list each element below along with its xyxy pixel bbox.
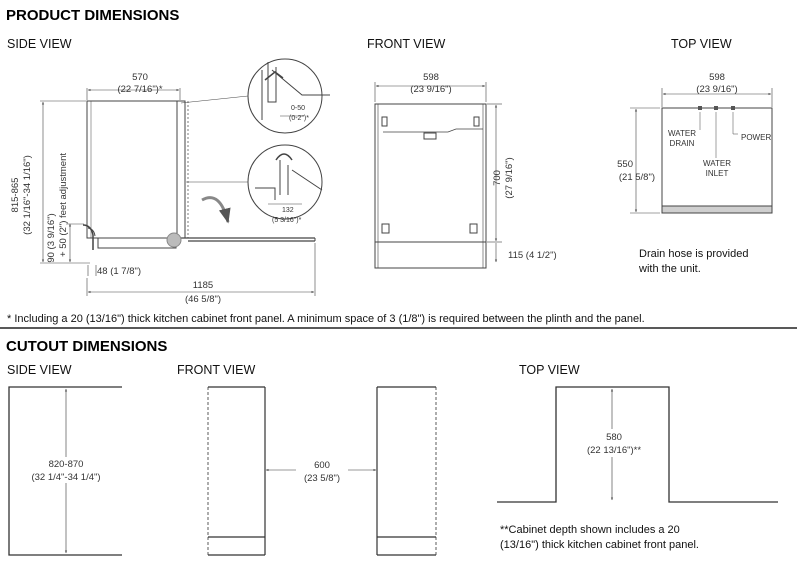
water-drain-label-1: WATER	[668, 129, 696, 138]
water-inlet-label-2: INLET	[706, 169, 729, 178]
detail1-mm: 0-50	[291, 105, 305, 112]
cabinet-depth-note-1: **Cabinet depth shown includes a 20	[500, 524, 680, 536]
product-front-view-drawing	[374, 82, 502, 269]
cutout-side-view-heading: SIDE VIEW	[7, 363, 72, 377]
water-drain-label-2: DRAIN	[670, 139, 695, 148]
product-side-view-heading: SIDE VIEW	[7, 37, 72, 51]
cutout-top-depth-mm: 580	[606, 432, 622, 443]
product-front-view-heading: FRONT VIEW	[367, 37, 445, 51]
top-depth-mm: 550	[617, 159, 633, 170]
product-footnote: * Including a 20 (13/16") thick kitchen …	[7, 313, 645, 325]
cutout-side-height-mm: 820-870	[49, 459, 84, 470]
cutout-front-label-bg	[296, 457, 348, 485]
cutout-front-width-mm: 600	[314, 460, 330, 471]
detail1-in: (0-2")*	[289, 115, 309, 122]
power-label: POWER	[741, 133, 771, 142]
side-total-mm: 1185	[193, 280, 213, 291]
cutout-dimensions-title: CUTOUT DIMENSIONS	[6, 338, 167, 355]
front-height-mm: 700	[492, 170, 503, 186]
front-plinth: 115 (4 1/2")	[508, 250, 557, 261]
side-foot-mm: 48 (1 7/8")	[97, 266, 141, 277]
detail2-in: (5 3/16")*	[272, 217, 302, 224]
product-dimensions-title: PRODUCT DIMENSIONS	[6, 7, 179, 24]
drain-hose-note-1: Drain hose is provided	[639, 248, 748, 260]
product-side-view-drawing	[40, 58, 330, 296]
side-height-in: (32 1/16"-34 1/16")	[22, 155, 33, 235]
front-width-mm: 598	[423, 72, 439, 83]
detail2-mm: 132	[282, 207, 294, 214]
water-inlet-port	[714, 106, 718, 110]
cabinet-depth-note-2: (13/16") thick kitchen cabinet front pan…	[500, 539, 699, 551]
cutout-front-view-heading: FRONT VIEW	[177, 363, 255, 377]
cutout-top-label-bg	[578, 429, 650, 457]
cutout-front-view-drawing	[207, 386, 437, 556]
power-port	[731, 106, 735, 110]
cutout-top-view-heading: TOP VIEW	[519, 363, 580, 377]
water-inlet-label-1: WATER	[703, 159, 731, 168]
water-drain-port	[698, 106, 702, 110]
side-depth-mm: 570	[132, 72, 148, 83]
top-depth-in: (21 5/8")	[619, 172, 655, 183]
top-width-in: (23 9/16")	[696, 84, 737, 95]
cutout-front-width-in: (23 5/8")	[304, 473, 340, 484]
side-feet-adjustment: + 50 (2") feet adjustment	[58, 153, 69, 257]
cutout-side-height-in: (32 1/4"-34 1/4")	[31, 472, 100, 483]
cutout-side-label-bg	[24, 457, 108, 483]
side-depth-in: (22 7/16")*	[117, 84, 162, 95]
cutout-top-depth-in: (22 13/16")**	[587, 445, 641, 456]
top-width-mm: 598	[709, 72, 725, 83]
drain-hose-note-2: with the unit.	[638, 263, 701, 275]
front-width-in: (23 9/16")	[410, 84, 451, 95]
side-total-in: (46 5/8")	[185, 294, 221, 305]
product-top-view-heading: TOP VIEW	[671, 37, 732, 51]
side-plinth-mm: 90 (3 9/16")	[46, 213, 57, 262]
front-height-in: (27 9/16")	[504, 157, 515, 198]
side-height-mm: 815-865	[10, 178, 21, 213]
